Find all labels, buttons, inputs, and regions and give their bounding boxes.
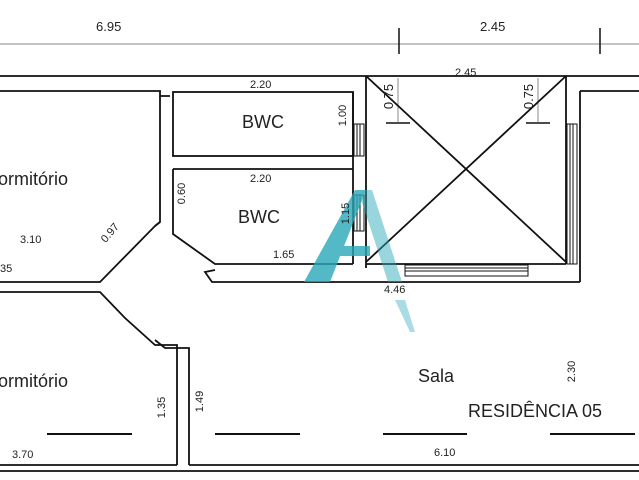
bwc2-dim-1-15: 1.15 — [340, 202, 353, 225]
dimension-2-45: 2.45 — [480, 19, 506, 34]
dormitorio2-dim-1-35: 1.35 — [156, 396, 169, 419]
sala-dim-1-49: 1.49 — [194, 390, 207, 413]
stair-width: 2.45 — [455, 67, 477, 79]
residence-title: RESIDÊNCIA 05 — [468, 401, 603, 421]
stair-left-dim: 0.75 — [381, 83, 397, 110]
bwc1-width: 2.20 — [250, 79, 272, 91]
dormitorio1-dim: 35 — [0, 263, 13, 275]
bwc2-dim-1-65: 1.65 — [273, 249, 295, 261]
dormitorio1-label: ormitório — [0, 169, 69, 189]
dormitorio2-width: 3.70 — [12, 449, 34, 461]
walls — [0, 75, 639, 472]
dormitorio1-width: 3.10 — [20, 234, 42, 246]
windows — [353, 123, 578, 277]
bwc2-dim-0-60: 0.60 — [176, 182, 189, 205]
dimension-6-95: 6.95 — [96, 19, 122, 34]
sala-label: Sala — [418, 366, 455, 386]
bwc2-width: 2.20 — [250, 173, 272, 185]
bwc1-label: BWC — [242, 112, 284, 132]
dimension-lines — [0, 28, 639, 124]
dormitorio2-label: ormitório — [0, 371, 69, 391]
watermark-logo — [304, 190, 415, 332]
sala-width: 6.10 — [434, 447, 456, 459]
bwc1-height: 1.00 — [337, 104, 350, 127]
hall-dim-4-46: 4.46 — [384, 284, 406, 296]
bwc2-label: BWC — [238, 207, 280, 227]
stair-right-dim: 0.75 — [521, 83, 537, 110]
sala-dim-2-30: 2.30 — [566, 360, 579, 383]
